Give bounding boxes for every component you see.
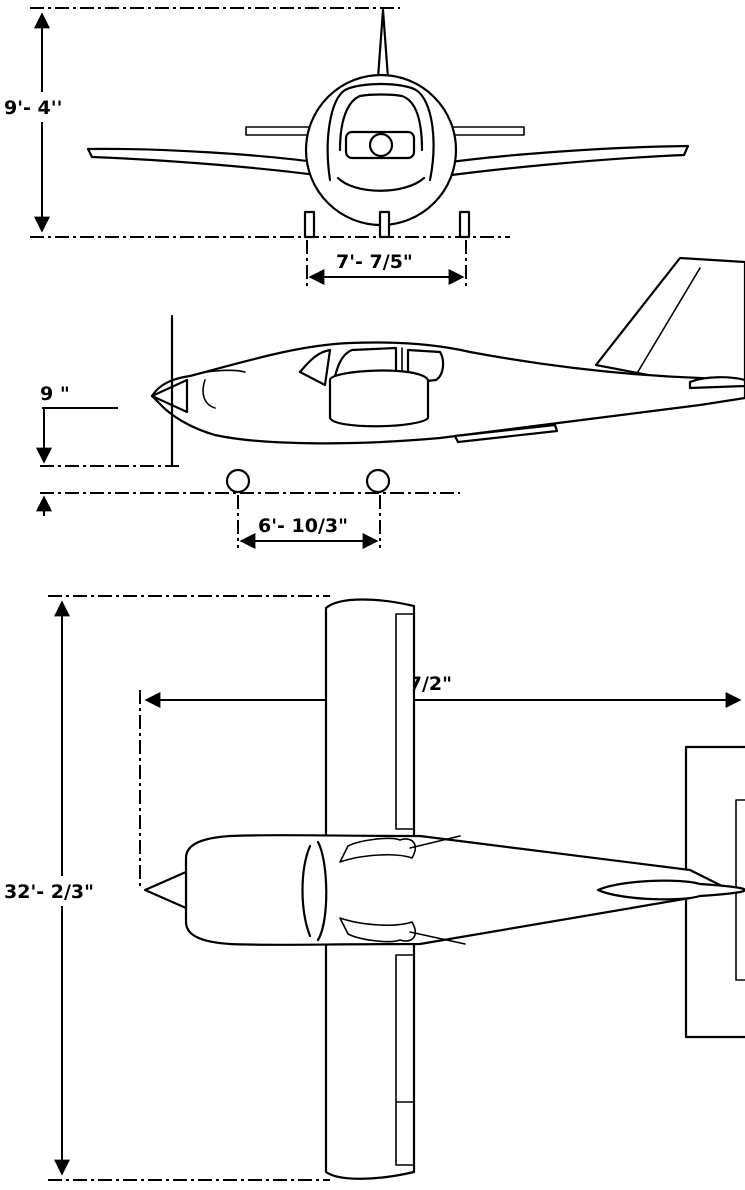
side-cowling-line [189, 369, 246, 377]
top-spinner [143, 870, 188, 910]
side-spinner [150, 378, 189, 414]
wingspan-label-bg [0, 876, 122, 906]
top-canopy-lower [339, 917, 416, 943]
front-windshield [338, 93, 424, 152]
top-cowling-front [316, 840, 328, 942]
side-fuselage [150, 341, 745, 445]
height-label-bg [0, 92, 82, 122]
side-exhaust-line [202, 379, 216, 409]
front-left-main-gear [303, 210, 316, 239]
side-nose-wheel [225, 468, 251, 494]
front-view: 9'- 4'' 7'- 7/5" [0, 7, 690, 286]
front-canopy [326, 82, 435, 182]
front-air-intake [344, 130, 416, 160]
top-lower-aileron [395, 954, 415, 1166]
wingspan-label: 32'- 2/3" [4, 881, 94, 903]
top-canopy-upper [339, 837, 416, 863]
top-view: 32'- 2/3" 25'- 7/2" [0, 595, 745, 1181]
height-label: 9'- 4'' [4, 97, 62, 119]
top-wing-root-lower [409, 931, 466, 945]
front-left-wing [86, 147, 340, 180]
side-rudder-line [635, 267, 701, 376]
top-upper-aileron [395, 613, 415, 830]
side-rear-window [406, 348, 445, 385]
front-cowling [336, 176, 426, 192]
side-windshield [298, 348, 332, 387]
side-main-wheel [365, 468, 391, 494]
clearance-label: 9 " [40, 383, 70, 405]
top-firewall [301, 844, 312, 938]
wheelbase-label: 6'- 10/3" [258, 515, 348, 537]
top-vertical-fin [596, 879, 745, 901]
front-right-wing [428, 144, 690, 180]
side-tail-fin [594, 256, 745, 387]
top-lower-wing [324, 933, 416, 1180]
front-spinner [368, 132, 394, 158]
top-wing-root-upper [409, 835, 461, 849]
front-fin [376, 8, 390, 80]
front-nose-gear [378, 210, 391, 239]
track-label: 7'- 7/5" [336, 251, 413, 273]
side-wing-root [328, 369, 430, 428]
side-flap [453, 423, 559, 444]
side-stabilizer [688, 376, 745, 390]
front-right-main-gear [458, 210, 471, 239]
side-view: 9 " 6'- 10/3" [36, 256, 745, 549]
top-upper-wing [324, 598, 416, 847]
